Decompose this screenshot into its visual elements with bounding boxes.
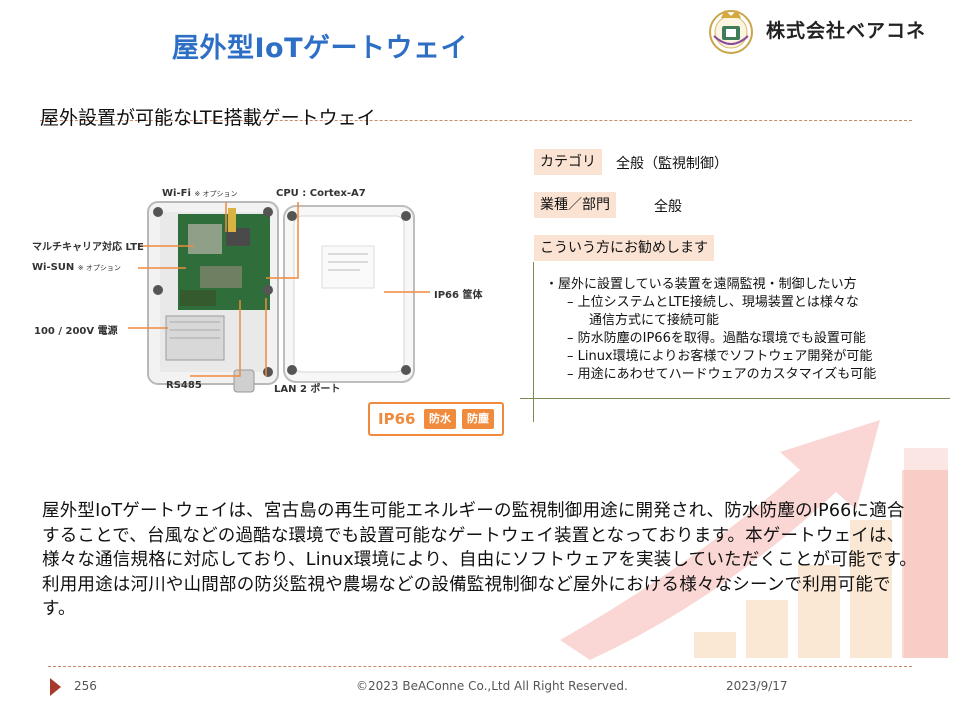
label-lan: LAN 2 ポート bbox=[274, 384, 341, 395]
info-vertical-rule bbox=[533, 262, 534, 422]
label-wisun: Wi-SUN ※ オプション bbox=[32, 262, 121, 273]
label-power: 100 / 200V 電源 bbox=[34, 326, 118, 337]
footer-triangle-icon bbox=[50, 678, 61, 696]
waterproof-chip: 防水 bbox=[424, 409, 456, 429]
recommendation-list: ・屋外に設置している装置を遠隔監視・制御したい方 – 上位システムとLTE接続し… bbox=[545, 276, 876, 384]
footer-date: 2023/9/17 bbox=[726, 679, 788, 693]
footer-divider bbox=[48, 666, 912, 667]
audience-label: こういう方にお勧めします bbox=[534, 235, 714, 261]
company-logo: 株式会社ベアコネ bbox=[708, 6, 956, 56]
category-value: 全般（監視制御） bbox=[616, 156, 728, 172]
page-title: 屋外型IoTゲートウェイ bbox=[172, 33, 469, 64]
list-item: – 用途にあわせてハードウェアのカスタマイズも可能 bbox=[567, 367, 877, 382]
crown-seal-icon bbox=[709, 10, 753, 54]
ip66-badge: IP66 防水 防塵 bbox=[368, 402, 504, 436]
dustproof-chip: 防塵 bbox=[462, 409, 494, 429]
list-item: – 防水防塵のIP66を取得。過酷な環境でも設置可能 bbox=[567, 331, 866, 346]
label-wifi: Wi-Fi ※ オプション bbox=[162, 188, 238, 199]
subtitle: 屋外設置が可能なLTE搭載ゲートウェイ bbox=[40, 107, 376, 129]
info-horizontal-rule bbox=[520, 398, 950, 399]
gateway-device-photo bbox=[128, 201, 430, 393]
label-enclosure: IP66 筐体 bbox=[434, 290, 483, 301]
list-item: – Linux環境によりお客様でソフトウェア開発が可能 bbox=[567, 349, 873, 364]
label-rs485: RS485 bbox=[166, 380, 202, 391]
category-label: カテゴリ bbox=[534, 149, 602, 175]
label-lte: マルチキャリア対応 LTE bbox=[32, 242, 144, 253]
industry-label: 業種／部門 bbox=[534, 192, 616, 218]
company-name: 株式会社ベアコネ bbox=[766, 20, 927, 42]
list-item: ・屋外に設置している装置を遠隔監視・制御したい方 bbox=[545, 277, 857, 292]
list-item: 通信方式にて接続可能 bbox=[589, 313, 720, 328]
description-paragraph: 屋外型IoTゲートウェイは、宮古島の再生可能エネルギーの監視制御用途に開発され、… bbox=[42, 501, 917, 619]
product-figure: Wi-Fi ※ オプション CPU : Cortex-A7 マルチキャリア対応 … bbox=[30, 180, 520, 442]
label-cpu: CPU : Cortex-A7 bbox=[276, 188, 366, 199]
ip66-text: IP66 bbox=[378, 410, 416, 428]
list-item: – 上位システムとLTE接続し、現場装置とは様々な bbox=[567, 295, 859, 310]
industry-value: 全般 bbox=[654, 199, 682, 215]
subtitle-divider bbox=[40, 120, 912, 121]
copyright: ©2023 BeAConne Co.,Ltd All Right Reserve… bbox=[356, 679, 628, 693]
page-number: 256 bbox=[74, 679, 97, 693]
